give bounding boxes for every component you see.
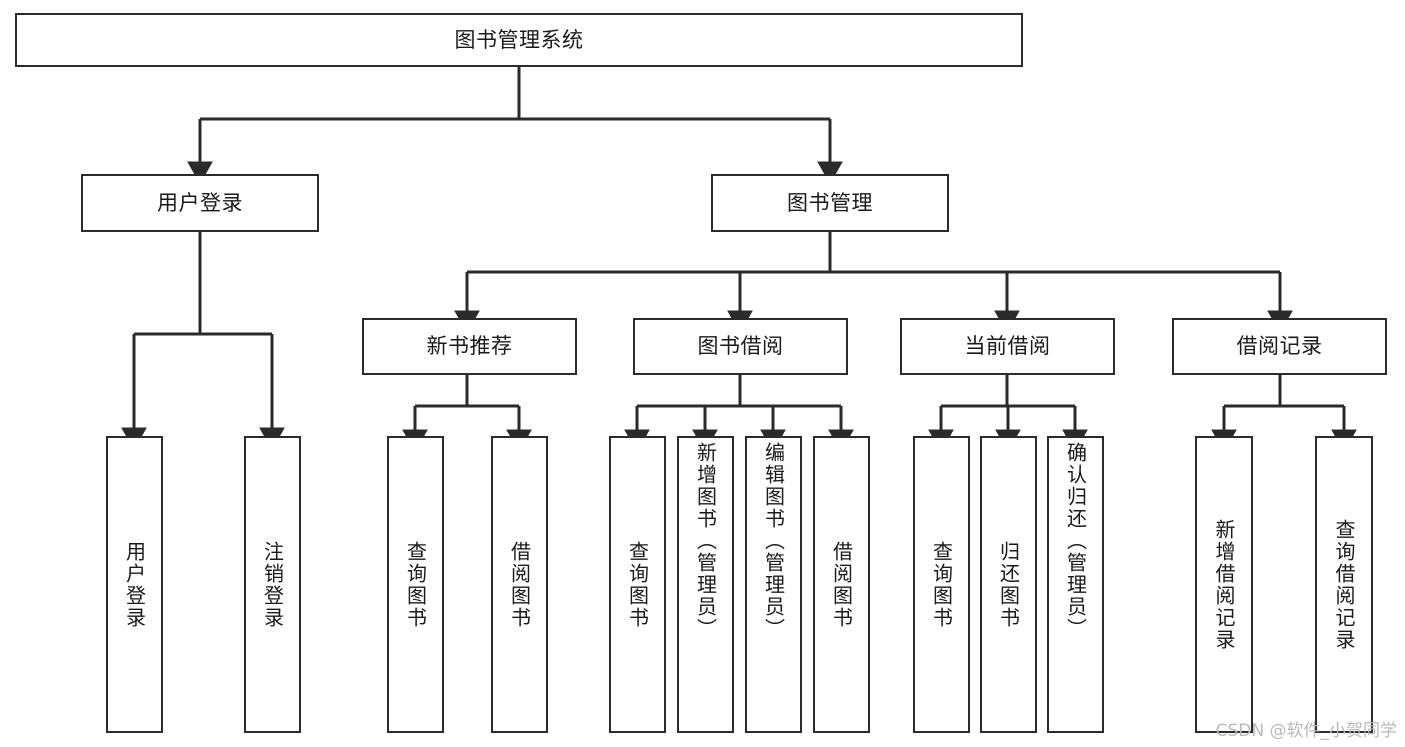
node-label: 用户登录	[122, 540, 147, 629]
node-leaf-query-borrow-record[interactable]: 查询借阅记录	[1315, 436, 1373, 733]
node-label: 新书推荐	[426, 334, 513, 359]
node-borrow-record[interactable]: 借阅记录	[1172, 318, 1387, 375]
node-book-management[interactable]: 图书管理	[711, 174, 949, 232]
node-label: 查询图书	[625, 540, 650, 629]
node-leaf-return-book[interactable]: 归还图书	[980, 436, 1037, 733]
node-label: 编辑图书（管理员）	[761, 442, 786, 640]
node-user-login[interactable]: 用户登录	[81, 174, 319, 232]
node-new-book-recommend[interactable]: 新书推荐	[362, 318, 577, 375]
csdn-watermark: CSDN @软件_小贺同学	[1215, 721, 1397, 741]
node-label: 新增借阅记录	[1212, 518, 1236, 651]
node-leaf-logout[interactable]: 注销登录	[244, 436, 301, 733]
node-leaf-query-book-current[interactable]: 查询图书	[913, 436, 970, 733]
node-label: 查询借阅记录	[1332, 518, 1356, 651]
node-label: 图书借阅	[697, 334, 784, 359]
node-label: 图书管理系统	[454, 27, 584, 52]
node-label: 查询图书	[403, 540, 428, 629]
node-label: 当前借阅	[964, 334, 1051, 359]
node-label: 归还图书	[996, 540, 1021, 629]
node-label: 查询图书	[929, 540, 954, 629]
node-label: 新增图书（管理员）	[693, 442, 718, 640]
node-book-borrow[interactable]: 图书借阅	[633, 318, 848, 375]
node-leaf-query-book-borrow[interactable]: 查询图书	[609, 436, 666, 733]
node-leaf-borrow-book[interactable]: 借阅图书	[813, 436, 870, 733]
node-leaf-query-book-recommend[interactable]: 查询图书	[387, 436, 444, 733]
node-current-borrow[interactable]: 当前借阅	[900, 318, 1115, 375]
node-leaf-add-book-admin[interactable]: 新增图书（管理员）	[677, 436, 734, 733]
node-leaf-confirm-return-admin[interactable]: 确认归还（管理员）	[1047, 436, 1104, 733]
node-leaf-user-login[interactable]: 用户登录	[106, 436, 163, 733]
node-label: 确认归还（管理员）	[1063, 442, 1088, 640]
node-leaf-edit-book-admin[interactable]: 编辑图书（管理员）	[745, 436, 802, 733]
node-label: 借阅图书	[829, 540, 854, 629]
node-leaf-add-borrow-record[interactable]: 新增借阅记录	[1195, 436, 1253, 733]
node-leaf-borrow-book-recommend[interactable]: 借阅图书	[491, 436, 548, 733]
node-label: 图书管理	[787, 190, 873, 215]
node-label: 注销登录	[260, 540, 285, 629]
node-label: 借阅记录	[1236, 334, 1323, 359]
node-label: 借阅图书	[507, 540, 532, 629]
node-root-book-management-system[interactable]: 图书管理系统	[15, 13, 1023, 67]
node-label: 用户登录	[157, 190, 243, 215]
